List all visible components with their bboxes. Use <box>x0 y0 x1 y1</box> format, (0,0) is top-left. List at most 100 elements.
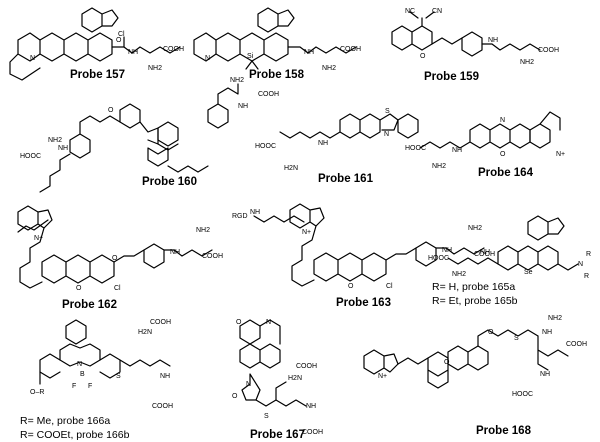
atom-o: O <box>116 37 122 44</box>
atom-o: O <box>488 329 494 336</box>
structure-probe-160 <box>39 83 239 193</box>
atom-n: N <box>30 55 35 62</box>
structure-probe-161 <box>279 113 419 139</box>
atom-h2n: H2N <box>284 165 298 172</box>
structure-probe-165 <box>447 215 579 271</box>
atom-cn: CN <box>432 8 442 15</box>
atom-h2n: H2N <box>138 329 152 336</box>
atom-s: S <box>514 335 519 342</box>
label-probe-167: Probe 167 <box>250 429 305 441</box>
atom-b: B <box>80 371 85 378</box>
label-probe-165a: R= H, probe 165a <box>432 281 515 293</box>
atom-nh: NH <box>480 249 490 256</box>
atom-o: O <box>112 255 118 262</box>
label-probe-168: Probe 168 <box>476 425 532 437</box>
atom-hooc: HOOC <box>20 153 41 160</box>
atom-nh: NH <box>542 329 552 336</box>
atom-cl: Cl <box>118 31 125 38</box>
atom-o: O <box>232 393 238 400</box>
atom-o: O <box>348 283 354 290</box>
structure-probe-163 <box>253 203 485 287</box>
atom-nh2: NH2 <box>520 59 534 66</box>
label-probe-160: Probe 160 <box>142 176 197 188</box>
atom-nh2: NH2 <box>432 163 446 170</box>
atom-nh2: NH2 <box>468 225 482 232</box>
atom-f: F <box>72 383 76 390</box>
structure-probe-158 <box>193 7 357 70</box>
atom-hooc: HOOC <box>428 255 449 262</box>
atom-o-r: O–R <box>30 389 44 396</box>
atom-nh: NH <box>442 247 452 254</box>
atom-nh2: NH2 <box>230 77 244 84</box>
structure-probe-166 <box>39 319 171 385</box>
atom-n-plus: N+ <box>378 373 387 380</box>
atom-cooh: COOH <box>474 251 495 258</box>
atom-cl: Cl <box>114 285 121 292</box>
atom-n: N <box>384 131 389 138</box>
atom-nh2-plus: N+ <box>556 151 565 158</box>
atom-nh: NH <box>488 37 498 44</box>
atom-nh: NH <box>318 140 328 147</box>
atom-n: N <box>500 117 505 124</box>
atom-cooh: COOH <box>538 47 559 54</box>
atom-cooh: COOH <box>152 403 173 410</box>
atom-nh: NH <box>306 403 316 410</box>
label-probe-161: Probe 161 <box>318 173 374 185</box>
atom-o: O <box>76 285 82 292</box>
label-probe-157: Probe 157 <box>70 69 125 81</box>
atom-hooc: HOOC <box>512 391 533 398</box>
atom-cooh: COOH <box>163 46 184 53</box>
atom-f: F <box>88 383 92 390</box>
atom-s: S <box>116 373 121 380</box>
structure-probe-159 <box>391 11 541 57</box>
atom-nh2: NH2 <box>148 65 162 72</box>
atom-nh: NH <box>540 371 550 378</box>
atom-nh2: NH2 <box>48 137 62 144</box>
structure-probe-168 <box>363 329 569 389</box>
atom-h2n: H2N <box>288 375 302 382</box>
label-probe-163: Probe 163 <box>336 297 391 309</box>
atom-nh: NH <box>170 249 180 256</box>
atom-cooh: COOH <box>150 319 171 326</box>
label-probe-158: Probe 158 <box>249 69 305 81</box>
atom-nh2: NH2 <box>196 227 210 234</box>
atom-cooh: COOH <box>302 429 323 436</box>
atom-nh: NH <box>238 103 248 110</box>
atom-nc: NC <box>405 8 415 15</box>
label-probe-159: Probe 159 <box>424 71 479 83</box>
atom-r: R <box>584 273 589 280</box>
atom-o: O <box>444 359 450 366</box>
atom-nh2: NH2 <box>452 271 466 278</box>
atom-nh2: NH2 <box>322 65 336 72</box>
atom-hooc: HOOC <box>405 145 426 152</box>
atom-nh: NH <box>128 49 138 56</box>
atom-nh: NH <box>250 209 260 216</box>
structure-probe-167 <box>239 319 307 407</box>
atom-nh: NH <box>160 373 170 380</box>
label-probe-162: Probe 162 <box>62 299 117 311</box>
atom-o: O <box>108 107 114 114</box>
atom-cooh: COOH <box>202 253 223 260</box>
atom-cooh: COOH <box>296 363 317 370</box>
atom-cooh: COOH <box>340 46 361 53</box>
atom-nh: NH <box>304 49 314 56</box>
label-probe-164: Probe 164 <box>478 167 534 179</box>
atom-nh: NH <box>452 147 462 154</box>
atom-o: O <box>420 53 426 60</box>
atom-nh: NH <box>58 145 68 152</box>
atom-o: O <box>500 151 506 158</box>
atom-rgd: RGD <box>232 213 248 220</box>
label-probe-166b: R= COOEt, probe 166b <box>20 429 130 441</box>
label-probe-166a: R= Me, probe 166a <box>20 415 110 427</box>
atom-n: N <box>578 261 583 268</box>
atom-nh2: NH2 <box>548 315 562 322</box>
atom-s: S <box>264 413 269 420</box>
atom-si: Si <box>247 53 254 60</box>
atom-n: N <box>205 55 210 62</box>
structure-probe-157 <box>9 7 181 81</box>
atom-hooc: HOOC <box>255 143 276 150</box>
atom-o: O <box>236 319 242 326</box>
atom-cl: Cl <box>386 283 393 290</box>
atom-n: N <box>246 381 251 388</box>
atom-cooh: COOH <box>566 341 587 348</box>
